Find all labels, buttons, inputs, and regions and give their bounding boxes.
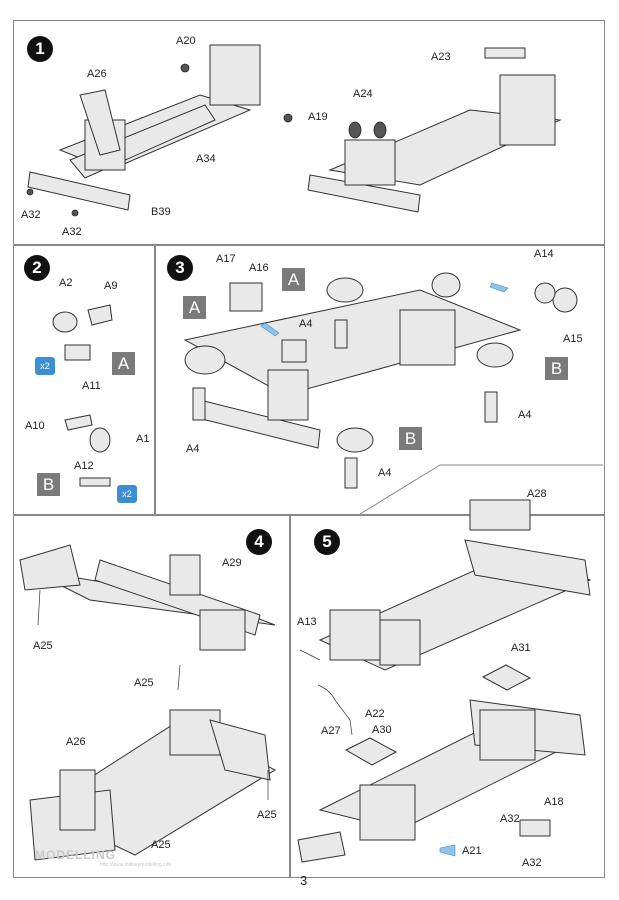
step-4-panel (13, 514, 291, 878)
part-label: A4 (299, 318, 313, 330)
step-number: 3 (167, 255, 193, 281)
step-5-panel (289, 514, 605, 878)
part-label: A4 (378, 467, 392, 479)
part-label: A19 (308, 111, 328, 123)
part-label: A32 (21, 209, 41, 221)
step3-chassis (183, 272, 578, 489)
step-1-panel (13, 20, 605, 246)
step-number: 5 (314, 529, 340, 555)
step5-chassis-bottom (297, 664, 586, 863)
quantity-badge: x2 (35, 357, 55, 375)
part-label: A18 (544, 796, 564, 808)
part-label: A24 (353, 88, 373, 100)
part-label: A29 (222, 557, 242, 569)
part-label: A31 (511, 642, 531, 654)
part-label: A1 (136, 433, 150, 445)
part-label: A10 (25, 420, 45, 432)
part-label: A34 (196, 153, 216, 165)
subassembly-tag: B (37, 473, 60, 496)
step2-parts (52, 304, 113, 487)
part-label: A27 (321, 725, 341, 737)
part-label: A25 (33, 640, 53, 652)
step-number: 2 (24, 255, 50, 281)
part-label: A26 (87, 68, 107, 80)
part-label: A25 (134, 677, 154, 689)
subassembly-tag: A (282, 268, 305, 291)
step4-chassis-bottom (29, 709, 277, 861)
step4-chassis-top (19, 544, 276, 691)
part-label: A11 (82, 380, 101, 392)
subassembly-tag: A (112, 352, 135, 375)
part-label: A32 (522, 857, 542, 869)
part-label: A23 (431, 51, 451, 63)
part-label: B39 (151, 206, 171, 218)
part-label: A2 (59, 277, 73, 289)
part-label: A16 (249, 262, 269, 274)
part-label: A9 (104, 280, 118, 292)
watermark-url: http://www.militarymodelling.info (100, 862, 172, 868)
part-label: A30 (372, 724, 392, 736)
part-label: A14 (534, 248, 554, 260)
watermark-text: MODELLING (35, 848, 116, 862)
subassembly-tag: B (545, 357, 568, 380)
quantity-badge: x2 (117, 485, 137, 503)
step-number: 1 (27, 36, 53, 62)
part-label: A25 (257, 809, 277, 821)
page-number: 3 (300, 873, 308, 888)
subassembly-tag: A (183, 296, 206, 319)
part-label: A26 (66, 736, 86, 748)
part-label: A25 (151, 839, 171, 851)
part-label: A32 (62, 226, 82, 238)
part-label: A22 (365, 708, 385, 720)
part-label: A28 (527, 488, 547, 500)
step5-chassis-top (299, 499, 592, 736)
part-label: A32 (500, 813, 520, 825)
step-3-panel (154, 244, 605, 516)
step-number: 4 (246, 529, 272, 555)
step1-chassis-left (26, 44, 293, 217)
step-2-panel (13, 244, 156, 516)
part-label: A17 (216, 253, 236, 265)
part-label: A4 (186, 443, 200, 455)
part-label: A21 (462, 845, 482, 857)
step1-chassis-right (307, 47, 562, 213)
part-label: A13 (297, 616, 317, 628)
part-label: A12 (74, 460, 94, 472)
part-label: A20 (176, 35, 196, 47)
subassembly-tag: B (399, 427, 422, 450)
part-label: A4 (518, 409, 532, 421)
part-label: A15 (563, 333, 583, 345)
